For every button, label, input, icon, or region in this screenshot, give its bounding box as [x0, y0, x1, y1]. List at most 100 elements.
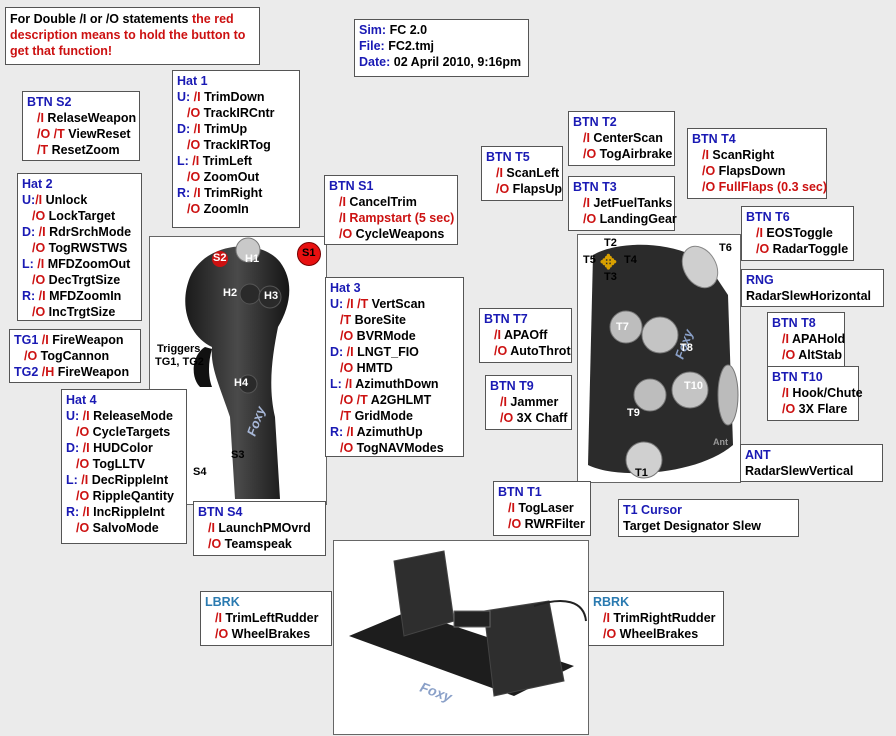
mapping-prefix: D: — [66, 441, 80, 455]
profile-info-box: Sim: FC 2.0 File: FC2.tmj Date: 02 April… — [354, 19, 529, 77]
mapping-code: /O — [496, 182, 510, 196]
mapping-code: /O — [500, 411, 514, 425]
mapping-line: /O RadarToggle — [746, 241, 849, 257]
pedals-image: Foxy — [349, 550, 587, 705]
mapping-code: /O — [782, 348, 796, 362]
mapping-code: /I — [702, 148, 709, 162]
mapping-line: D: /I LNGT_FIO — [330, 344, 459, 360]
mapping-line: /T BoreSite — [330, 312, 459, 328]
sim-value: FC 2.0 — [389, 23, 428, 37]
mapping-code: /O — [215, 627, 229, 641]
mapping-line: /I ScanRight — [692, 147, 822, 163]
mapping-code: /I — [500, 395, 507, 409]
mapping-action: AltStab — [795, 348, 842, 362]
mapping-code: /O — [339, 227, 353, 241]
mapping-action: TogRWSTWS — [45, 241, 128, 255]
mapping-line: /O HMTD — [330, 360, 459, 376]
mapping-code: /O — [24, 349, 38, 363]
mapping-line: U: /I /T VertScan — [330, 296, 459, 312]
mapping-code: /O — [32, 241, 46, 255]
mapping-prefix: L: — [66, 473, 78, 487]
mapping-line: /O TogLLTV — [66, 456, 182, 472]
box-rbrk: RBRK/I TrimRightRudder/O WheelBrakes — [588, 591, 724, 646]
mapping-action: ZoomIn — [200, 202, 249, 216]
mapping-action: TogCannon — [37, 349, 110, 363]
mapping-prefix: R: — [177, 186, 191, 200]
throttle-photo: Foxy Ant T2 T5 T4 T3 ✥ T6 T7 T8 T10 T9 T… — [577, 234, 741, 483]
mapping-code: /I — [77, 473, 89, 487]
mapping-code: /O — [32, 273, 46, 287]
label-h3: H3 — [264, 290, 279, 302]
mapping-prefix: U: — [177, 90, 191, 104]
box-title: BTN T10 — [772, 370, 823, 384]
mapping-action: CycleTargets — [89, 425, 171, 439]
mapping-action: BVRMode — [353, 329, 416, 343]
mapping-code: /I — [583, 131, 590, 145]
mapping-line: /O SalvoMode — [66, 520, 182, 536]
note-red-text: the red description means to hold the bu… — [10, 12, 246, 58]
mapping-code: /I — [343, 425, 354, 439]
mapping-line: /O FlapsUp — [486, 181, 562, 197]
mapping-code: /I — [38, 333, 49, 347]
mapping-code: /I — [583, 196, 590, 210]
mapping-action: LockTarget — [45, 209, 116, 223]
label-s2: S2 — [213, 252, 227, 264]
button-s2-marker — [212, 251, 228, 267]
mapping-line: R: /I IncRippleInt — [66, 504, 182, 520]
mapping-line: /I CenterScan — [573, 130, 670, 146]
label-t10: T10 — [684, 380, 703, 392]
joystick-photo: Foxy S1 S2 H1 H2 H3 H4 Triggers TG1, TG2… — [149, 236, 327, 505]
label-t1: T1 — [635, 467, 648, 479]
mapping-code: /O — [32, 305, 46, 319]
mapping-line: /O TogCannon — [14, 348, 136, 364]
label-h2: H2 — [223, 287, 238, 299]
mapping-code: /I — [33, 257, 45, 271]
mapping-line: R: /I AzimuthUp — [330, 424, 459, 440]
label-s3: S3 — [231, 449, 245, 461]
mapping-action: CycleWeapons — [352, 227, 445, 241]
mapping-action: TogAirbrake — [596, 147, 673, 161]
box-title: RNG — [746, 273, 774, 287]
mapping-code: /O — [76, 489, 90, 503]
mapping-prefix: L: — [177, 154, 189, 168]
file-value: FC2.tmj — [388, 39, 435, 53]
mapping-prefix: L: — [22, 257, 34, 271]
mapping-code: /T — [37, 143, 49, 157]
mapping-action: BoreSite — [351, 313, 406, 327]
mapping-action: DecTrgtSize — [45, 273, 121, 287]
mapping-line: D: /I TrimUp — [177, 121, 295, 137]
mapping-action: APAOff — [500, 328, 548, 342]
mapping-line: /O DecTrgtSize — [22, 272, 137, 288]
mapping-code: /I — [188, 154, 200, 168]
mapping-action: ReleaseMode — [89, 409, 173, 423]
mapping-action: Target Designator Slew — [623, 519, 761, 533]
mapping-code: /H — [38, 365, 55, 379]
mapping-line: /I TogLaser — [498, 500, 586, 516]
label-t6: T6 — [719, 242, 732, 254]
mapping-code: /O — [32, 209, 46, 223]
mapping-action: RdrSrchMode — [45, 225, 132, 239]
label-t5: T5 — [583, 254, 596, 266]
mapping-line: /O TrackIRCntr — [177, 105, 295, 121]
box-btn-t9: BTN T9/I Jammer/O 3X Chaff — [485, 375, 572, 430]
mapping-action: LandingGear — [596, 212, 677, 226]
mapping-action: FlapsUp — [509, 182, 562, 196]
mapping-line: /O IncTrgtSize — [22, 304, 137, 320]
mapping-line: U: /I ReleaseMode — [66, 408, 182, 424]
mapping-code: /O — [603, 627, 617, 641]
mapping-line: /O /T ViewReset — [27, 126, 135, 142]
mapping-action: ViewReset — [64, 127, 131, 141]
mapping-line: /O LandingGear — [573, 211, 677, 227]
mapping-action: IncRippleInt — [89, 505, 165, 519]
mapping-action: IncTrgtSize — [45, 305, 116, 319]
mapping-action: 3X Flare — [795, 402, 848, 416]
mapping-code: /O — [340, 329, 354, 343]
mapping-line: /O LockTarget — [22, 208, 137, 224]
box-title: LBRK — [205, 595, 240, 609]
label-t9: T9 — [627, 407, 640, 419]
mapping-action: TrimLeft — [199, 154, 253, 168]
mapping-action: RWRFilter — [521, 517, 585, 531]
mapping-action: LaunchPMOvrd — [214, 521, 311, 535]
